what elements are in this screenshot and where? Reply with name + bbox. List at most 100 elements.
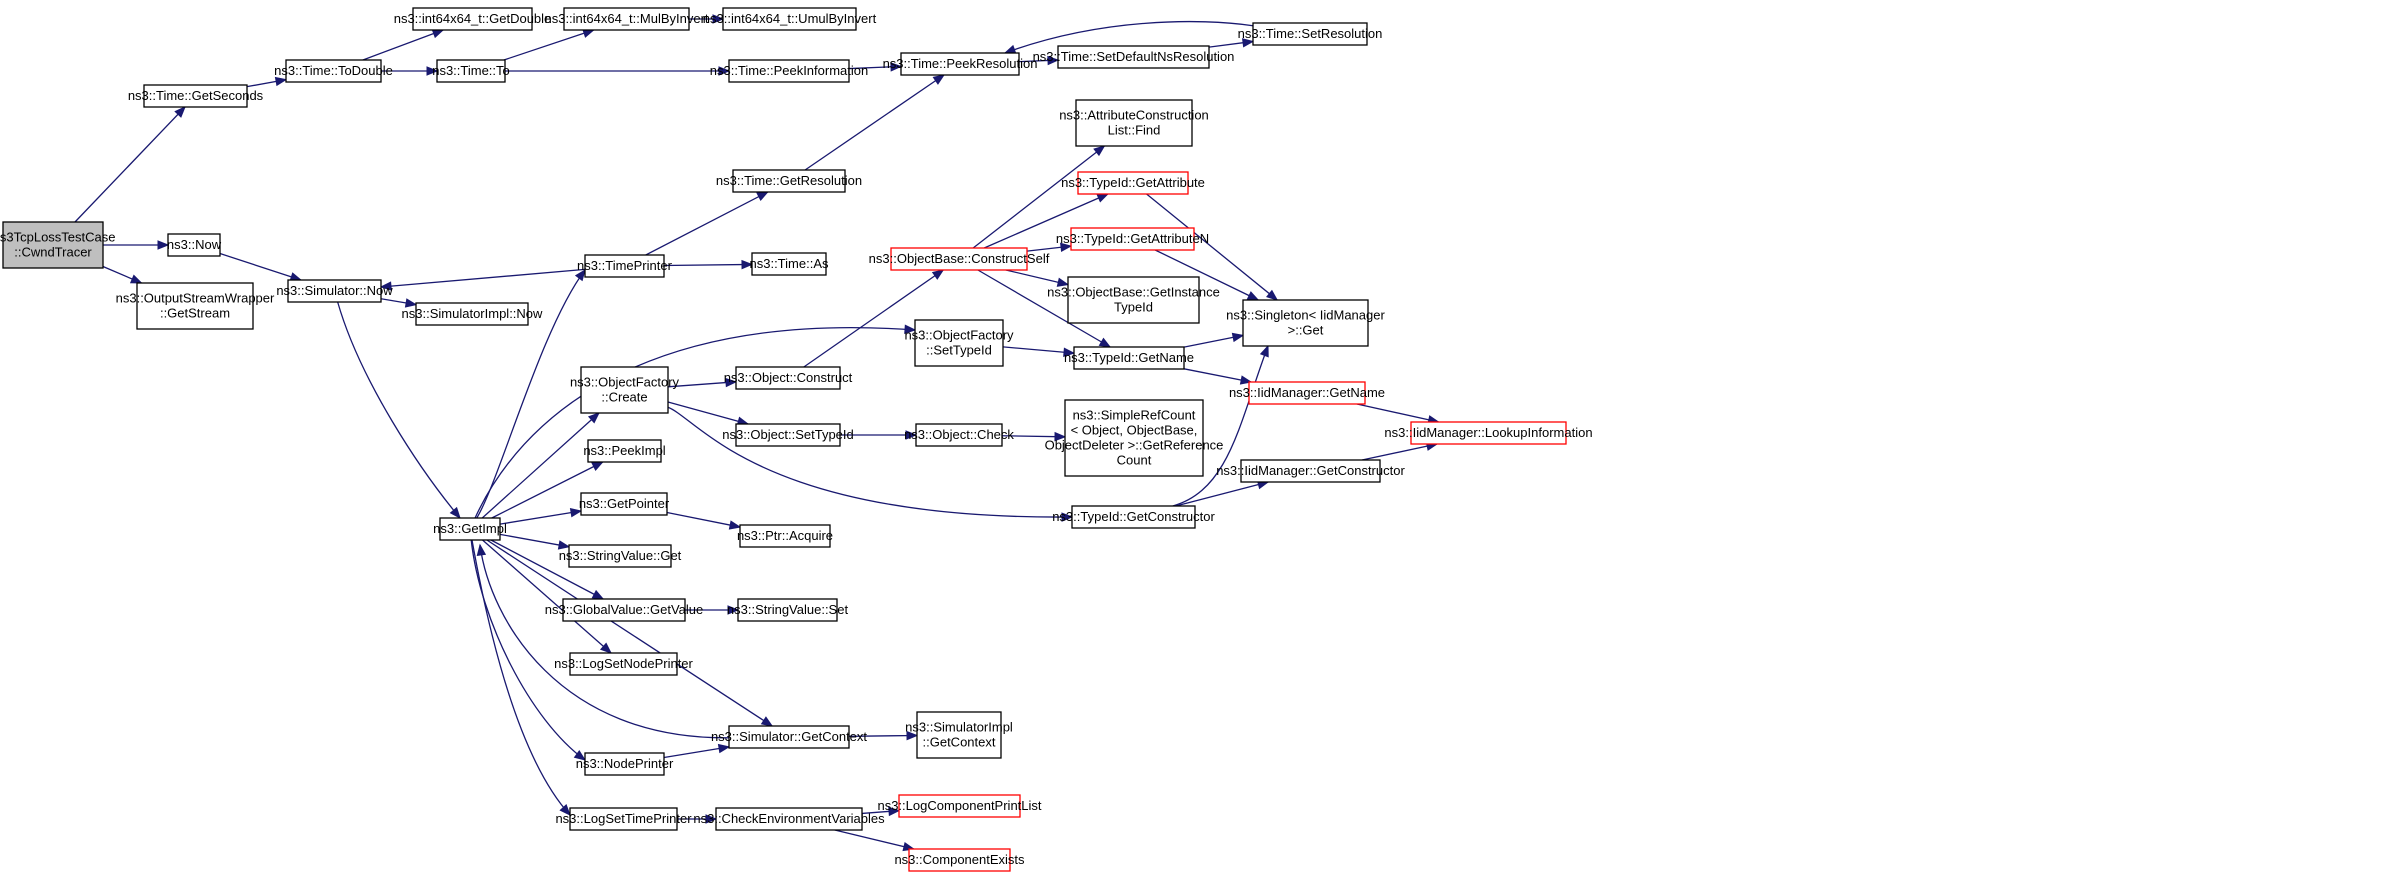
node-peekimpl[interactable]: ns3::PeekImpl xyxy=(583,439,666,463)
node-nodeprinter[interactable]: ns3::NodePrinter xyxy=(576,752,674,776)
node-box[interactable] xyxy=(439,517,501,541)
node-logsettime[interactable]: ns3::LogSetTimePrinter xyxy=(555,807,692,831)
node-box[interactable] xyxy=(728,59,850,83)
node-box[interactable] xyxy=(569,807,678,831)
node-umulbyinvert[interactable]: ns3::int64x64_t::UmulByInvert xyxy=(703,7,877,31)
node-timeprinter[interactable]: ns3::TimePrinter xyxy=(577,254,673,278)
node-iidgetctor[interactable]: ns3::IidManager::GetConstructor xyxy=(1216,459,1405,483)
node-iidlookup[interactable]: ns3::IidManager::LookupInformation xyxy=(1384,421,1593,445)
node-logsetnode[interactable]: ns3::LogSetNodePrinter xyxy=(554,652,694,676)
node-box[interactable] xyxy=(1077,171,1189,195)
node-box[interactable] xyxy=(735,366,841,390)
node-box[interactable] xyxy=(1067,276,1200,324)
node-simimplctx[interactable]: ns3::SimulatorImpl::GetContext xyxy=(905,711,1013,759)
node-box[interactable] xyxy=(908,848,1011,872)
node-box[interactable] xyxy=(285,59,382,83)
node-getseconds[interactable]: ns3::Time::GetSeconds xyxy=(128,84,264,108)
node-box[interactable] xyxy=(915,423,1003,447)
node-strget[interactable]: ns3::StringValue::Get xyxy=(559,544,682,568)
node-timeas[interactable]: ns3::Time::As xyxy=(750,252,829,276)
node-peekinfo[interactable]: ns3::Time::PeekInformation xyxy=(710,59,868,83)
node-box[interactable] xyxy=(715,807,863,831)
node-box[interactable] xyxy=(1073,346,1185,370)
node-ofsettypeid[interactable]: ns3::ObjectFactory::SetTypeId xyxy=(904,319,1014,367)
node-box[interactable] xyxy=(739,524,831,548)
node-getimpl[interactable]: ns3::GetImpl xyxy=(433,517,507,541)
node-box[interactable] xyxy=(580,492,668,516)
node-logcompprint[interactable]: ns3::LogComponentPrintList xyxy=(877,794,1042,818)
node-singleton[interactable]: ns3::Singleton< IidManager >::Get xyxy=(1226,299,1385,347)
node-box[interactable] xyxy=(1075,99,1193,147)
node-gvget[interactable]: ns3::GlobalValue::GetValue xyxy=(545,598,704,622)
node-box[interactable] xyxy=(1071,505,1196,529)
node-box[interactable] xyxy=(580,366,669,414)
node-compexists[interactable]: ns3::ComponentExists xyxy=(894,848,1025,872)
node-tidgetctor[interactable]: ns3::TypeId::GetConstructor xyxy=(1052,505,1215,529)
node-objconstruct[interactable]: ns3::Object::Construct xyxy=(724,366,853,390)
node-box[interactable] xyxy=(1057,45,1210,69)
node-box[interactable] xyxy=(568,544,672,568)
node-box[interactable] xyxy=(751,252,827,276)
node-srcgetref[interactable]: ns3::SimpleRefCount< Object, ObjectBase,… xyxy=(1045,399,1224,477)
node-box[interactable] xyxy=(287,279,382,303)
node-simnow[interactable]: ns3::Simulator::Now xyxy=(276,279,393,303)
node-strset[interactable]: ns3::StringValue::Set xyxy=(727,598,849,622)
node-ptracquire[interactable]: ns3::Ptr::Acquire xyxy=(737,524,833,548)
node-box[interactable] xyxy=(1070,227,1195,251)
node-box[interactable] xyxy=(1248,381,1366,405)
node-simgetctx[interactable]: ns3::Simulator::GetContext xyxy=(711,725,867,749)
node-box[interactable] xyxy=(584,752,665,776)
node-box[interactable] xyxy=(587,439,662,463)
node-getres[interactable]: ns3::Time::GetResolution xyxy=(716,169,862,193)
node-objsettypeid[interactable]: ns3::Object::SetTypeId xyxy=(722,423,854,447)
node-todouble[interactable]: ns3::Time::ToDouble xyxy=(274,59,393,83)
node-box[interactable] xyxy=(167,233,221,257)
node-peekres[interactable]: ns3::Time::PeekResolution xyxy=(883,52,1038,76)
node-box[interactable] xyxy=(898,794,1021,818)
node-timeto[interactable]: ns3::Time::To xyxy=(432,59,510,83)
node-box[interactable] xyxy=(136,282,254,330)
node-box[interactable] xyxy=(415,302,529,326)
node-tidgetattr[interactable]: ns3::TypeId::GetAttribute xyxy=(1061,171,1205,195)
node-setres[interactable]: ns3::Time::SetResolution xyxy=(1238,22,1383,46)
node-osw[interactable]: ns3::OutputStreamWrapper::GetStream xyxy=(116,282,275,330)
node-box[interactable] xyxy=(2,221,104,269)
node-tidgetattrn[interactable]: ns3::TypeId::GetAttributeN xyxy=(1056,227,1209,251)
node-box[interactable] xyxy=(916,711,1002,759)
node-box[interactable] xyxy=(1242,299,1369,347)
node-box[interactable] xyxy=(436,59,506,83)
node-box[interactable] xyxy=(890,247,1028,271)
node-ofcreate[interactable]: ns3::ObjectFactory::Create xyxy=(570,366,680,414)
node-box[interactable] xyxy=(737,598,838,622)
node-mulbyinvert[interactable]: ns3::int64x64_t::MulByInvert xyxy=(544,7,709,31)
node-iidgetname[interactable]: ns3::IidManager::GetName xyxy=(1229,381,1385,405)
node-setdefaultns[interactable]: ns3::Time::SetDefaultNsResolution xyxy=(1033,45,1235,69)
node-root[interactable]: Ns3TcpLossTestCase::CwndTracer xyxy=(0,221,116,269)
node-box[interactable] xyxy=(1252,22,1368,46)
node-simimplnow[interactable]: ns3::SimulatorImpl::Now xyxy=(402,302,543,326)
node-getpointer[interactable]: ns3::GetPointer xyxy=(579,492,670,516)
node-box[interactable] xyxy=(1410,421,1567,445)
node-box[interactable] xyxy=(143,84,248,108)
node-box[interactable] xyxy=(900,52,1020,76)
node-box[interactable] xyxy=(732,169,846,193)
node-box[interactable] xyxy=(722,7,857,31)
node-box[interactable] xyxy=(584,254,665,278)
node-box[interactable] xyxy=(728,725,850,749)
node-box[interactable] xyxy=(1240,459,1381,483)
node-box[interactable] xyxy=(412,7,533,31)
node-obconstructself[interactable]: ns3::ObjectBase::ConstructSelf xyxy=(869,247,1050,271)
node-box[interactable] xyxy=(735,423,841,447)
node-box[interactable] xyxy=(563,7,690,31)
node-objcheck[interactable]: ns3::Object::Check xyxy=(904,423,1014,447)
node-box[interactable] xyxy=(569,652,678,676)
node-getdouble[interactable]: ns3::int64x64_t::GetDouble xyxy=(394,7,552,31)
node-checkenv[interactable]: ns3::CheckEnvironmentVariables xyxy=(693,807,885,831)
node-box[interactable] xyxy=(914,319,1004,367)
node-now[interactable]: ns3::Now xyxy=(167,233,222,257)
node-box[interactable] xyxy=(562,598,686,622)
node-box[interactable] xyxy=(1064,399,1204,477)
node-tidgetname[interactable]: ns3::TypeId::GetName xyxy=(1064,346,1194,370)
